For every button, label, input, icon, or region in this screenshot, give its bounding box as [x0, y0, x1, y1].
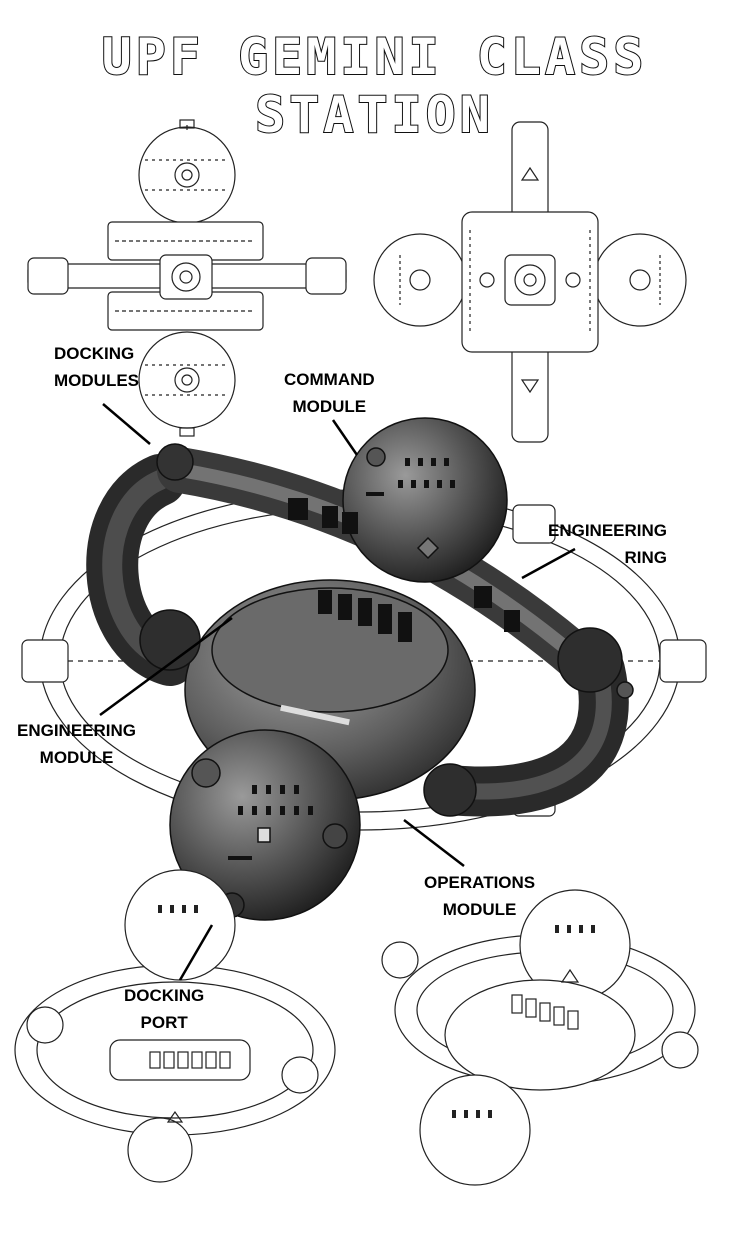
leader-operations-module: [403, 819, 465, 867]
leader-lines: [99, 403, 576, 981]
page-title: UPF GEMINI CLASS STATION: [101, 27, 648, 145]
leader-engineering-module: [99, 616, 233, 717]
label-engineering-ring: ENGINEERING RING: [548, 517, 667, 571]
label-operations-module: OPERATIONS MODULE: [424, 869, 535, 923]
bottom-right-sketch: [381, 889, 699, 1186]
label-operations-module-line1: OPERATIONS: [424, 873, 536, 892]
label-docking-modules-line1: DOCKING: [54, 344, 135, 363]
leader-engineering-ring: [521, 547, 576, 580]
label-engineering-ring-line1: ENGINEERING: [548, 521, 668, 540]
leader-docking-port: [178, 924, 214, 981]
label-docking-port: DOCKING PORT: [124, 982, 204, 1036]
leader-command-module: [331, 419, 359, 456]
label-engineering-module-line1: ENGINEERING: [17, 721, 137, 740]
label-operations-module-line2: MODULE: [442, 900, 517, 919]
label-engineering-ring-line2: RING: [624, 548, 668, 567]
leader-docking-modules: [102, 403, 151, 445]
label-command-module-line1: COMMAND: [284, 370, 375, 389]
label-engineering-module-line2: MODULE: [39, 748, 114, 767]
label-docking-port-line1: DOCKING: [124, 986, 205, 1005]
label-engineering-module: ENGINEERING MODULE: [17, 717, 136, 771]
side-view-schematic: [373, 121, 687, 443]
top-view-schematic: [27, 119, 347, 437]
label-docking-port-line2: PORT: [140, 1013, 188, 1032]
label-command-module: COMMAND MODULE: [284, 366, 375, 420]
label-docking-modules: DOCKING MODULES: [54, 340, 139, 394]
label-docking-modules-line2: MODULES: [54, 371, 139, 390]
bottom-left-sketch: [14, 869, 336, 1183]
label-command-module-line2: MODULE: [292, 397, 367, 416]
main-render: [86, 417, 634, 921]
